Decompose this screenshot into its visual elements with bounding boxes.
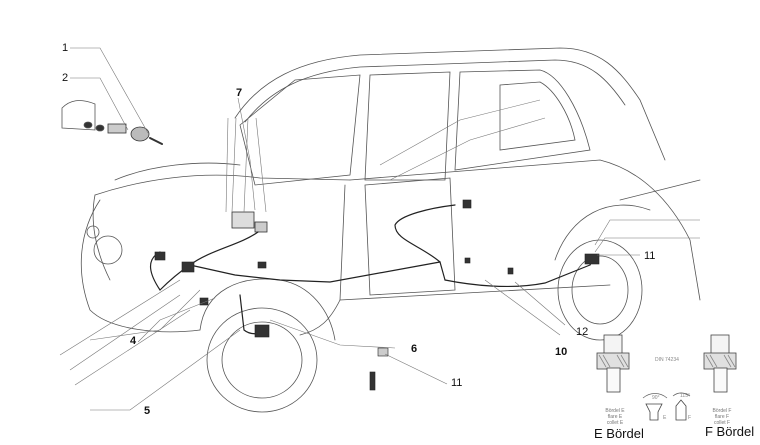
callout-4: 4	[130, 335, 137, 347]
f-text-2: flare F	[714, 414, 730, 420]
e-text-1: Bördel E	[605, 408, 625, 414]
f-angle-label: 115°	[680, 393, 690, 399]
callout-1: 1	[62, 42, 69, 54]
e-flare-caption: E Bördel	[594, 426, 644, 441]
callout-6: 6	[411, 343, 418, 355]
flare-diagrams	[596, 334, 737, 421]
f-flare-caption: F Bördel	[705, 424, 755, 439]
callout-12: 12	[576, 326, 589, 338]
e-marker: E	[663, 415, 667, 421]
f-text-3: collet F	[713, 420, 731, 426]
f-marker: F	[688, 415, 692, 421]
callout-2: 2	[62, 72, 69, 84]
callout-7: 7	[236, 87, 243, 99]
callout-11-front: 11	[451, 377, 463, 389]
e-angle-label: 90°	[652, 395, 660, 401]
callout-5: 5	[144, 405, 151, 417]
e-text-2: flare E	[607, 414, 623, 420]
din-standard-label: DIN 74234	[655, 357, 679, 363]
e-text-3: collet E	[606, 420, 624, 426]
e-flare-small-text: Bördel E flare E collet E	[600, 408, 630, 426]
f-text-1: Bördel F	[712, 408, 732, 414]
callout-11-rear: 11	[644, 250, 656, 262]
callout-10: 10	[555, 346, 568, 358]
f-flare-small-text: Bördel F flare F collet F	[707, 408, 737, 426]
